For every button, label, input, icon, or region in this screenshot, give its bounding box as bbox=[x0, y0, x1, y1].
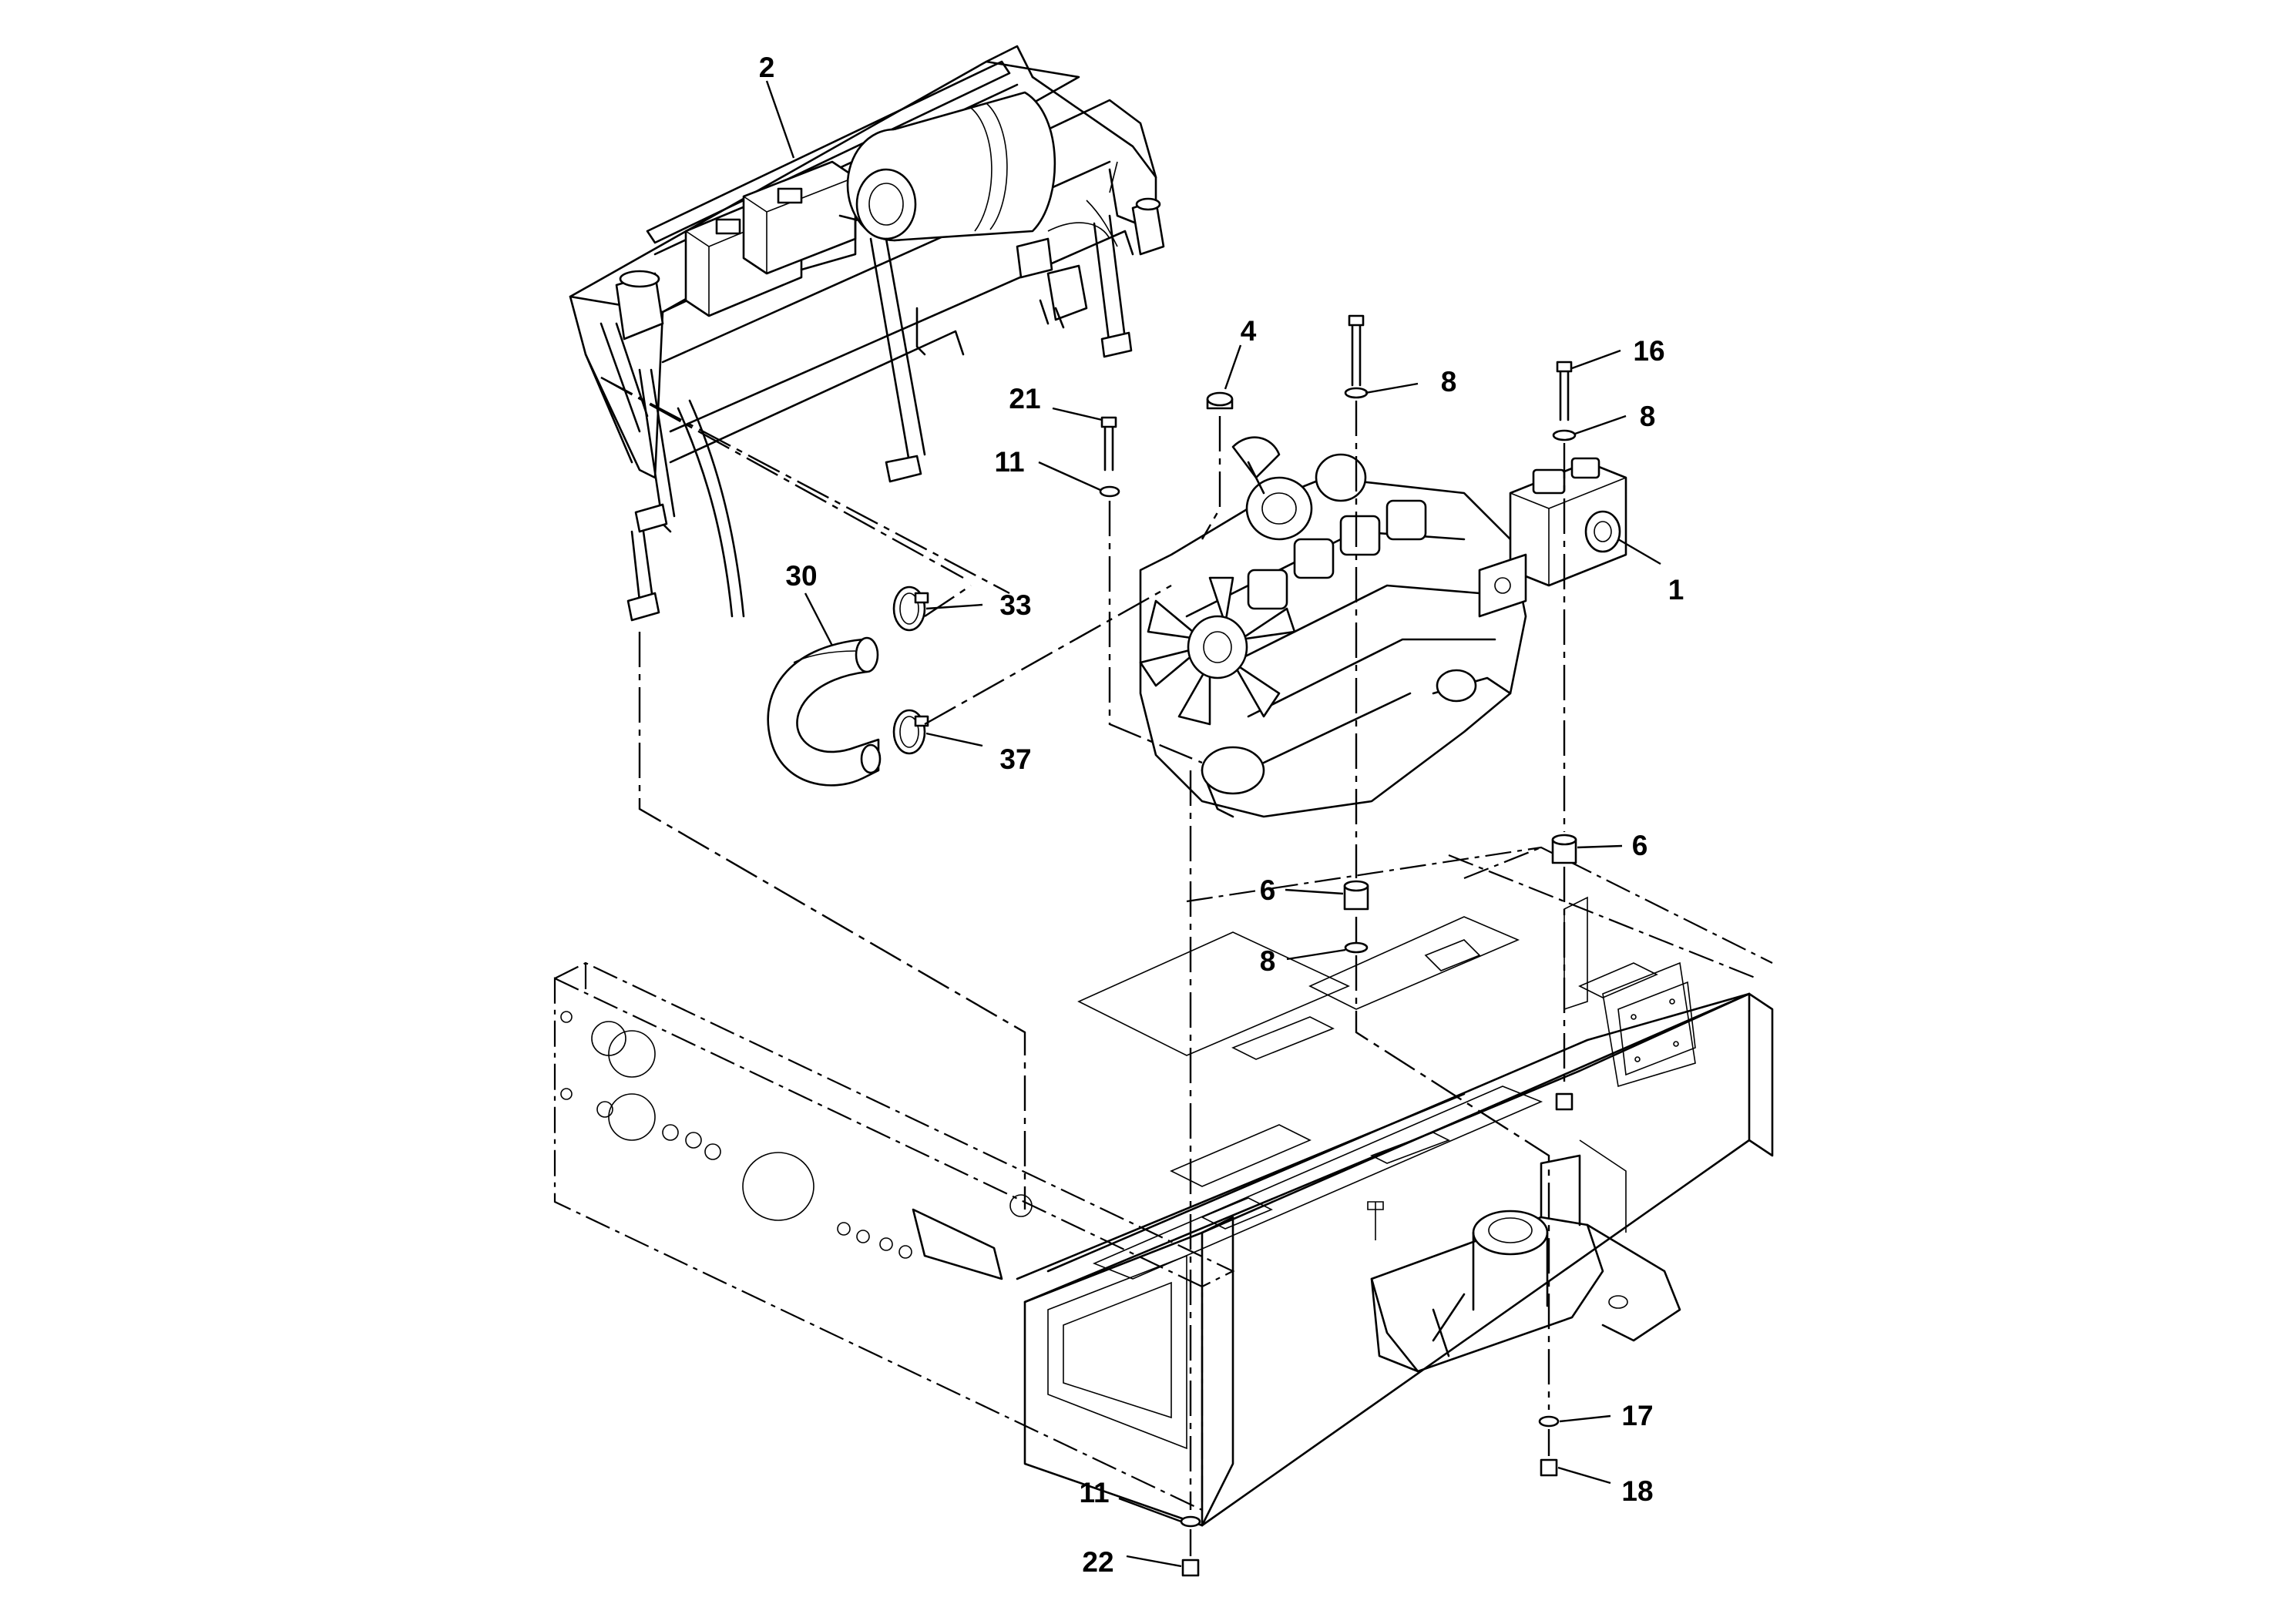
callout-37: 37 bbox=[999, 743, 1031, 775]
callout-21: 21 bbox=[1009, 383, 1040, 414]
callout-16: 16 bbox=[1633, 335, 1664, 367]
callout-33: 33 bbox=[999, 589, 1031, 621]
callout-22: 22 bbox=[1082, 1546, 1113, 1578]
callout-labels: 2 4 8 16 8 21 11 1 30 33 37 6 6 8 17 11 … bbox=[759, 52, 1684, 1578]
callout-18: 18 bbox=[1621, 1475, 1653, 1507]
callout-6-right: 6 bbox=[1632, 830, 1648, 861]
callout-8-top: 8 bbox=[1441, 366, 1457, 398]
component-panel bbox=[569, 45, 1165, 622]
fan bbox=[1139, 576, 1296, 726]
callout-30: 30 bbox=[785, 560, 817, 592]
hose-and-clamps bbox=[767, 586, 929, 787]
callout-11-top: 11 bbox=[994, 446, 1024, 478]
callout-4: 4 bbox=[1241, 315, 1257, 347]
callout-1: 1 bbox=[1668, 574, 1684, 606]
callout-8-lower: 8 bbox=[1260, 945, 1276, 977]
callout-2: 2 bbox=[759, 52, 775, 83]
assembly-lines bbox=[600, 376, 1566, 1556]
callout-11-bottom: 11 bbox=[1079, 1477, 1109, 1508]
leader-lines bbox=[765, 80, 1661, 1568]
callout-6-left: 6 bbox=[1260, 874, 1276, 906]
engine-assembly bbox=[1139, 436, 1627, 818]
callout-8-right: 8 bbox=[1640, 401, 1656, 432]
hardware bbox=[1099, 314, 1577, 1577]
callout-17: 17 bbox=[1621, 1400, 1653, 1431]
chassis-frame bbox=[553, 846, 1774, 1527]
